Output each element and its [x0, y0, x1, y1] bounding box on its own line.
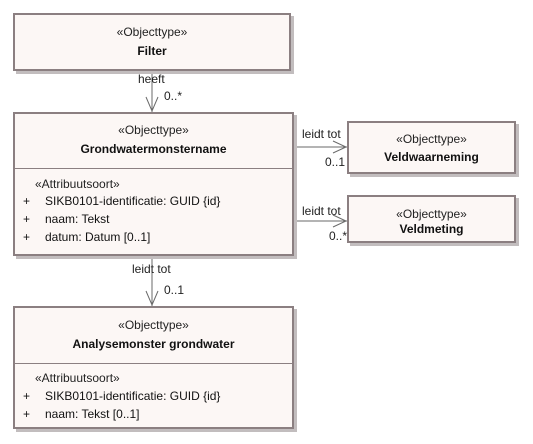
- edge-multiplicity-veldwaarneming: 0..1: [325, 155, 346, 169]
- attribute-text: naam: Tekst: [45, 212, 110, 226]
- edge-analysemonster-arrowhead: [145, 290, 159, 307]
- edge-heeft-arrowhead: [145, 96, 159, 113]
- attribute-stereotype: «Attribuutsoort»: [35, 177, 120, 191]
- edge-multiplicity-analysemonster: 0..1: [164, 283, 185, 297]
- class-stereotype: «Objecttype»: [396, 207, 467, 221]
- edge-label-veldmeting: leidt tot: [302, 204, 341, 218]
- class-stereotype: «Objecttype»: [396, 132, 467, 146]
- class-grondwatermonstername[interactable]: «Objecttype» Grondwatermonstername «Attr…: [13, 112, 294, 256]
- compartment-divider: [15, 168, 292, 169]
- attribute-stereotype: «Attribuutsoort»: [35, 371, 120, 385]
- class-name: Filter: [137, 44, 167, 58]
- edge-veldmeting-arrowhead: [332, 214, 348, 228]
- attribute-row[interactable]: + SIKB0101-identificatie: GUID {id}: [23, 194, 220, 209]
- class-name: Veldwaarneming: [384, 150, 479, 164]
- visibility-marker: +: [23, 407, 31, 421]
- edge-label-veldwaarneming: leidt tot: [302, 127, 341, 141]
- class-stereotype: «Objecttype»: [118, 123, 189, 137]
- edge-veldwaarneming-arrowhead: [332, 140, 348, 154]
- class-stereotype: «Objecttype»: [116, 25, 188, 39]
- class-name: Veldmeting: [399, 222, 464, 236]
- attribute-text: naam: Tekst [0..1]: [45, 407, 140, 421]
- attribute-row[interactable]: + SIKB0101-identificatie: GUID {id}: [23, 389, 220, 404]
- class-veldmeting[interactable]: «Objecttype» Veldmeting: [347, 195, 516, 243]
- visibility-marker: +: [23, 389, 31, 403]
- class-name: Grondwatermonstername: [80, 142, 227, 156]
- visibility-marker: +: [23, 194, 31, 208]
- visibility-marker: +: [23, 212, 31, 226]
- edge-multiplicity-heeft: 0..*: [164, 89, 183, 103]
- attribute-row[interactable]: + naam: Tekst [0..1]: [23, 407, 140, 422]
- edge-multiplicity-veldmeting: 0..*: [329, 229, 348, 243]
- edge-label-heeft: heeft: [138, 72, 165, 86]
- attribute-row[interactable]: + datum: Datum [0..1]: [23, 230, 150, 245]
- compartment-divider: [15, 363, 292, 364]
- attribute-text: SIKB0101-identificatie: GUID {id}: [45, 389, 221, 403]
- edge-label-analysemonster: leidt tot: [132, 262, 171, 276]
- visibility-marker: +: [23, 230, 31, 244]
- class-name: Analysemonster grondwater: [72, 337, 235, 351]
- class-stereotype: «Objecttype»: [118, 318, 189, 332]
- class-filter[interactable]: «Objecttype» Filter: [13, 13, 291, 71]
- attribute-text: datum: Datum [0..1]: [45, 230, 151, 244]
- attribute-row[interactable]: + naam: Tekst: [23, 212, 109, 227]
- attribute-text: SIKB0101-identificatie: GUID {id}: [45, 194, 221, 208]
- class-analysemonster-grondwater[interactable]: «Objecttype» Analysemonster grondwater «…: [13, 306, 294, 429]
- class-veldwaarneming[interactable]: «Objecttype» Veldwaarneming: [347, 121, 516, 174]
